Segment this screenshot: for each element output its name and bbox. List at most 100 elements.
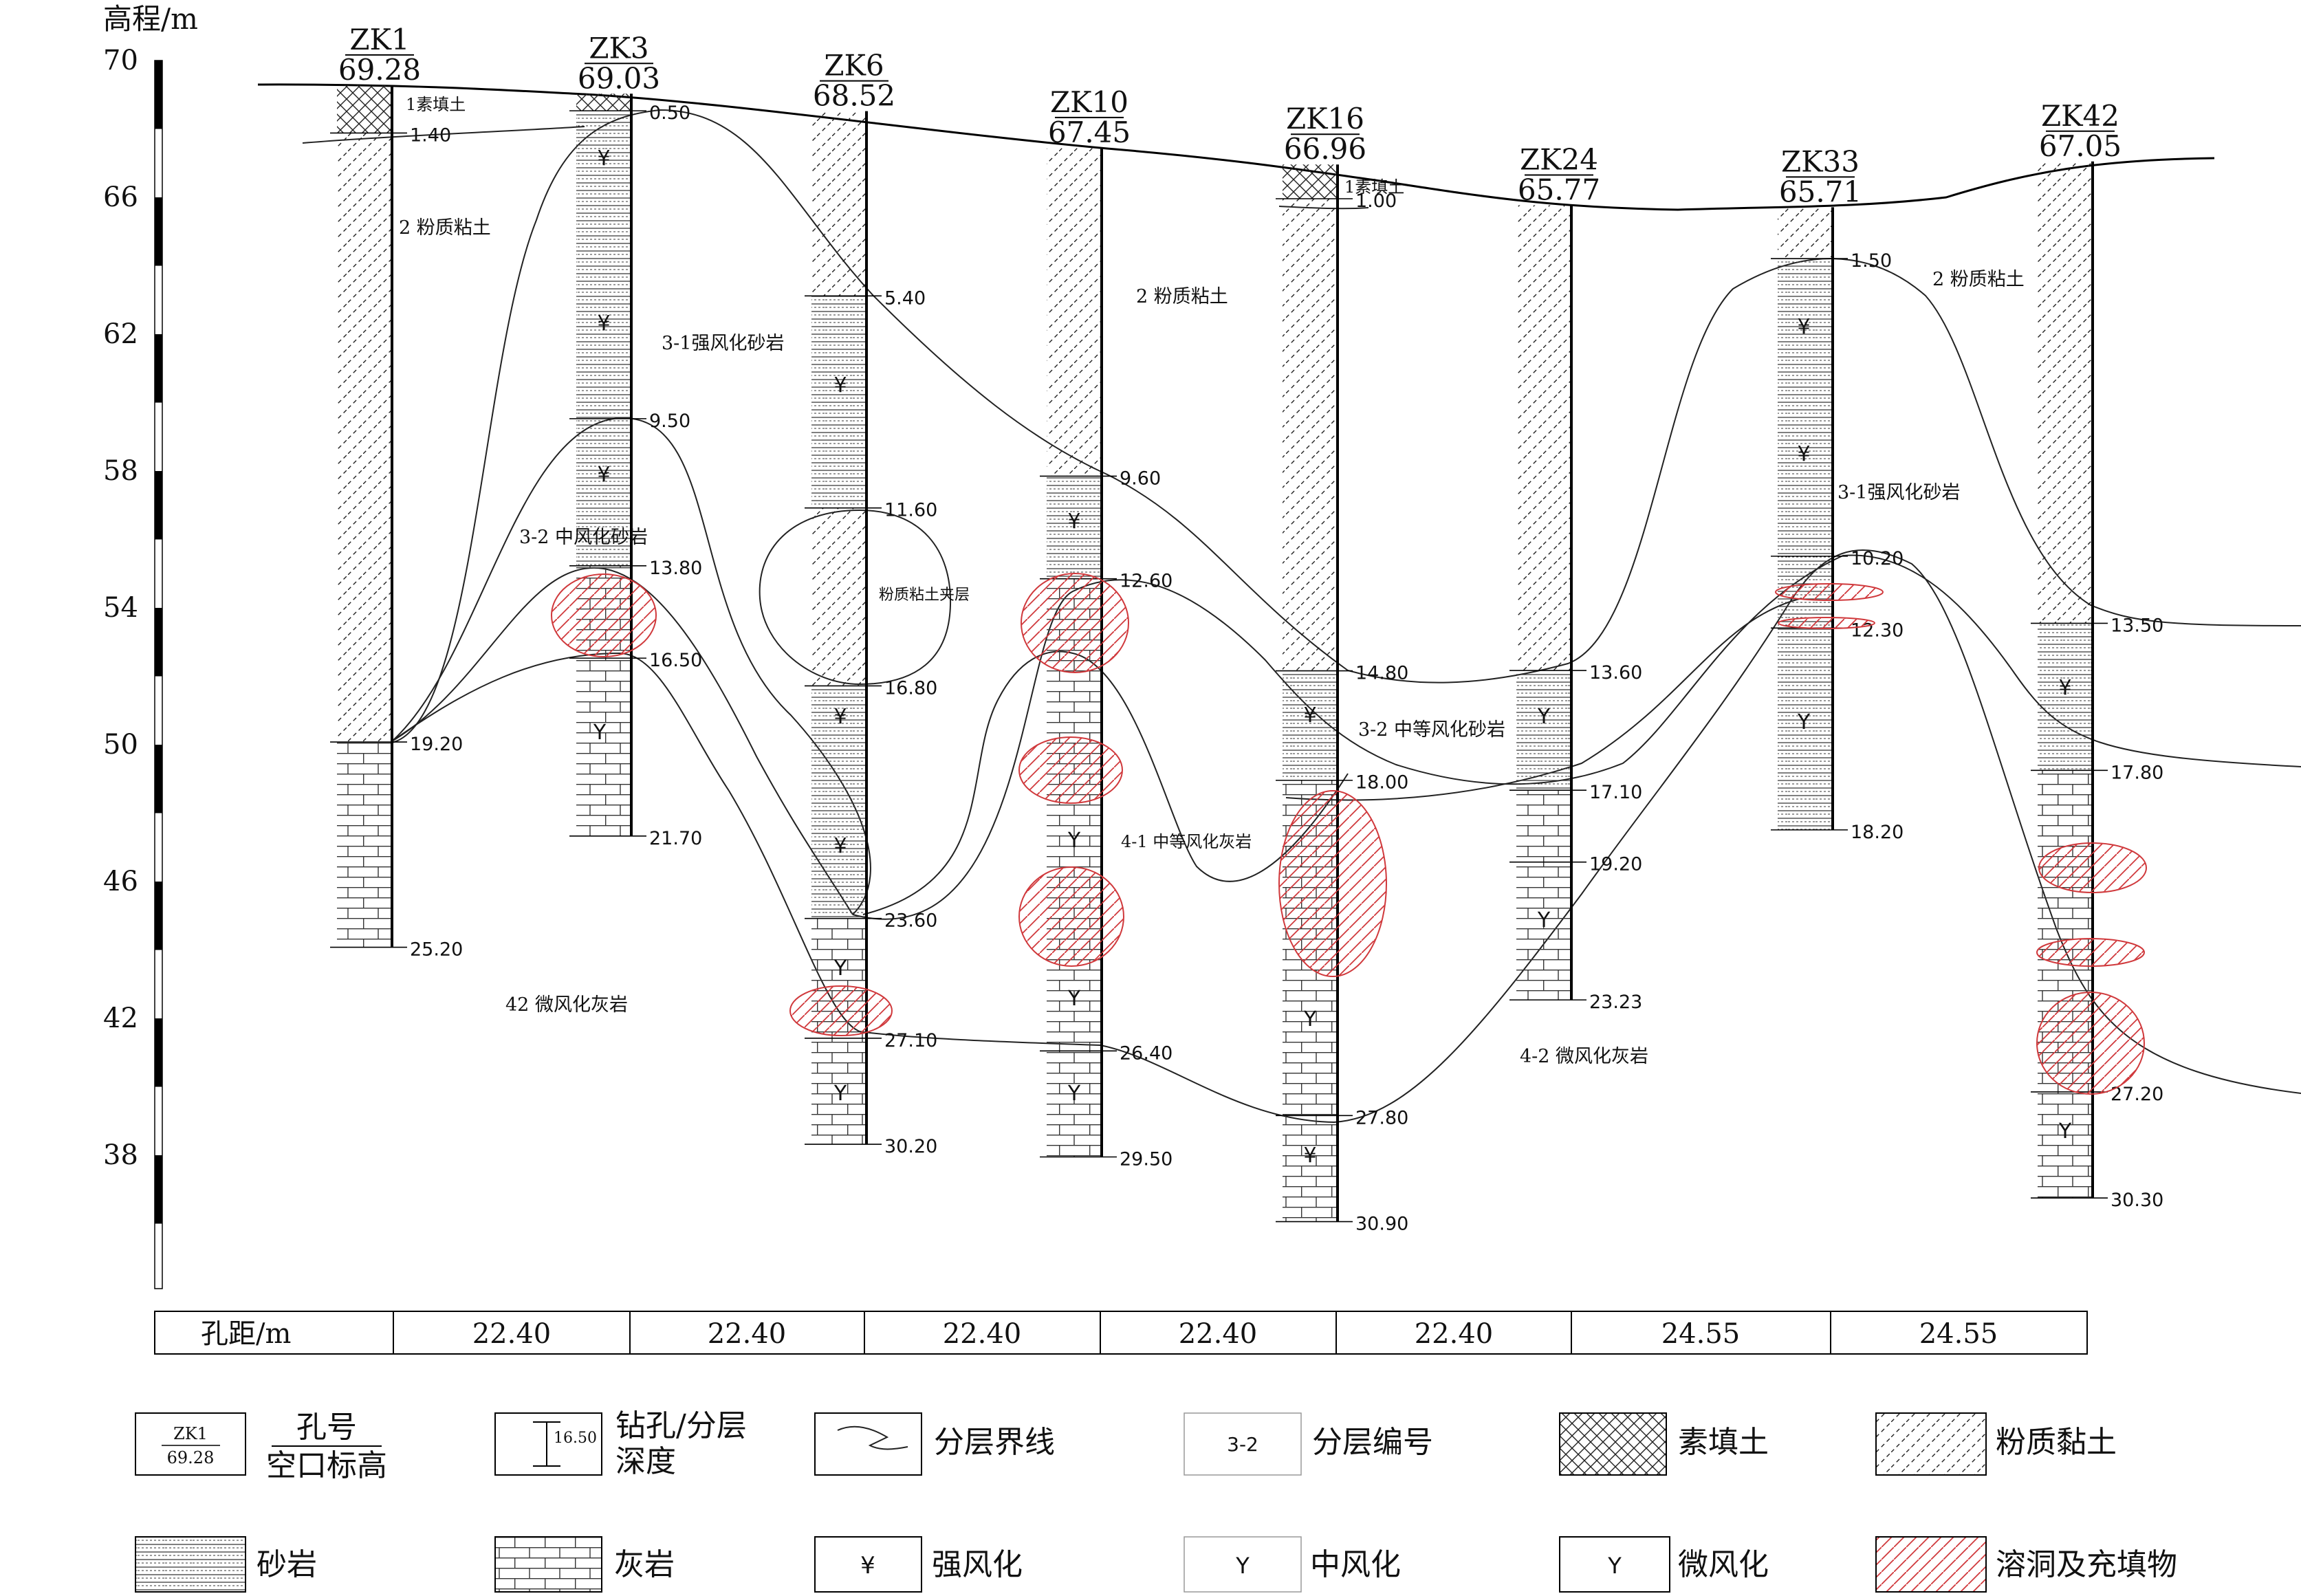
borehole-id: ZK1 — [349, 23, 409, 56]
legend-label-layer-no: 分层编号 — [1312, 1425, 1433, 1460]
legend-sample-depth: 16.50 — [554, 1430, 597, 1447]
legend-sandstone: 砂岩 — [135, 1536, 317, 1593]
scale-block — [155, 197, 162, 266]
weathering-symbol: ¥ — [833, 705, 847, 729]
weathering-symbol: ¥ — [1303, 1144, 1316, 1168]
borehole-elevation: 65.71 — [1779, 175, 1862, 208]
tick-label-50: 50 — [103, 729, 138, 761]
label-silty-clay-mid: 2 粉质粘土 — [1136, 286, 1228, 307]
weathering-symbol: ¥ — [1303, 703, 1316, 728]
borehole-layer-clay — [337, 133, 392, 743]
karst-cave-zk10-b — [1018, 736, 1123, 804]
depth-label: 11.60 — [884, 500, 937, 521]
borehole-layer-lime — [1516, 790, 1571, 1001]
borehole-layer-sand — [576, 111, 631, 566]
depth-label: 30.20 — [884, 1136, 937, 1157]
borehole-layer-clay — [811, 507, 866, 686]
legend-label-limestone: 灰岩 — [614, 1547, 675, 1582]
karst-cave-zk10-a — [1021, 573, 1129, 673]
karst-cave-zk33-b — [1778, 617, 1875, 629]
karst-caves — [551, 573, 2147, 1095]
spacing-table: 孔距/m 22.40 22.40 22.40 22.40 22.40 24.55… — [154, 1311, 2088, 1355]
borehole-layer-clay — [1516, 205, 1571, 671]
weathering-symbol: ¥ — [597, 146, 610, 171]
legend-strong: ¥ 强风化 — [814, 1536, 1023, 1593]
weathering-symbol: Y — [1067, 1082, 1081, 1106]
depth-label: 5.40 — [884, 287, 926, 309]
label-sandstone-mod-left: 3-2 中风化砂岩 — [519, 527, 648, 548]
borehole-id: ZK10 — [1050, 85, 1128, 119]
depth-label: 27.80 — [1355, 1107, 1408, 1128]
legend-sample-elev: 69.28 — [167, 1448, 215, 1467]
depth-label: 30.90 — [1355, 1214, 1408, 1235]
depth-label: 16.80 — [884, 677, 937, 699]
label-silty-clay-left: 2 粉质粘土 — [399, 217, 491, 239]
borehole-columns: ZK169.281.4019.2025.20ZK369.030.509.5013… — [330, 23, 2163, 1235]
label-fill-zk1: 1素填土 — [406, 95, 466, 114]
legend-label-karst: 溶洞及充填物 — [1996, 1547, 2177, 1582]
tick-label-42: 42 — [103, 1003, 138, 1034]
borehole-layer-clay — [1283, 198, 1338, 671]
depth-label: 9.60 — [1120, 468, 1161, 489]
legend-label-fill: 素填土 — [1678, 1425, 1769, 1460]
depth-label: 12.60 — [1120, 571, 1173, 592]
borehole-elevation: 69.28 — [338, 53, 421, 87]
tick-label-66: 66 — [103, 182, 138, 213]
label-limestone-mod: 4-1 中等风化灰岩 — [1121, 832, 1252, 851]
weathering-symbol: Y — [1537, 705, 1551, 729]
borehole-layer-fill — [1283, 164, 1338, 199]
weathering-symbol: Y — [833, 956, 847, 981]
spacing-value: 22.40 — [708, 1318, 787, 1350]
depth-label: 9.50 — [649, 411, 690, 432]
legend-label-moderate: 中风化 — [1310, 1547, 1401, 1582]
spacing-table-dividers — [393, 1311, 1831, 1354]
legend-sample-id: ZK1 — [173, 1424, 208, 1443]
weathering-symbol: Y — [1797, 710, 1811, 734]
tick-label-70: 70 — [103, 45, 138, 76]
depth-label: 27.10 — [884, 1030, 937, 1051]
depth-label: 25.20 — [410, 939, 463, 961]
borehole-layer-sand — [811, 296, 866, 508]
depth-label: 19.20 — [410, 734, 463, 755]
legend-label-drill-depth: 钻孔/分层 — [615, 1408, 747, 1443]
borehole-layer-sand — [2038, 623, 2093, 771]
borehole-layer-sand — [1283, 670, 1338, 780]
borehole-layer-sand — [1778, 259, 1833, 830]
depth-label: 26.40 — [1120, 1042, 1173, 1064]
depth-label: 13.60 — [1589, 662, 1642, 684]
scale-block — [155, 745, 162, 813]
weathering-symbol: ¥ — [833, 834, 847, 858]
weathering-symbol: ¥ — [1797, 442, 1810, 466]
legend-boundary: 分层界线 — [814, 1412, 1055, 1476]
legend-symbol-slight: Y — [1607, 1553, 1622, 1579]
karst-cave-zk42-b — [2036, 938, 2145, 967]
depth-label: 21.70 — [649, 828, 702, 849]
depth-label: 10.20 — [1851, 548, 1904, 569]
depth-label: 14.80 — [1355, 663, 1408, 684]
depth-label: 30.30 — [2111, 1190, 2163, 1211]
spacing-value: 22.40 — [943, 1318, 1022, 1350]
spacing-table-frame — [154, 1311, 2088, 1355]
weathering-symbol: Y — [1537, 908, 1551, 932]
legend-slight: Y 微风化 — [1559, 1536, 1769, 1593]
legend-karst: 溶洞及充填物 — [1875, 1536, 2177, 1593]
borehole-layer-sand — [811, 686, 866, 919]
legend-limestone: 灰岩 — [494, 1536, 675, 1593]
borehole-elevation: 68.52 — [813, 79, 895, 113]
axis-title: 高程/m — [103, 2, 198, 36]
label-sandstone-strong-right: 3-1强风化砂岩 — [1837, 482, 1960, 503]
borehole-id: ZK24 — [1520, 142, 1598, 176]
borehole-elevation: 69.03 — [578, 61, 660, 95]
boundary-sandstone-c — [391, 549, 2301, 1124]
boundary-sandstone-e — [1285, 598, 1802, 801]
layer-labels: 1素填土 1素填土 2 粉质粘土 2 粉质粘土 2 粉质粘土 3-1强风化砂岩 … — [399, 95, 2025, 1067]
scale-bar-blocks — [155, 61, 162, 1224]
borehole-elevation: 67.45 — [1048, 116, 1131, 149]
depth-label: 18.00 — [1355, 772, 1408, 794]
depth-label: 17.10 — [1589, 782, 1642, 803]
borehole-elevation: 66.96 — [1284, 132, 1366, 166]
borehole-layer-sand — [1516, 670, 1571, 791]
